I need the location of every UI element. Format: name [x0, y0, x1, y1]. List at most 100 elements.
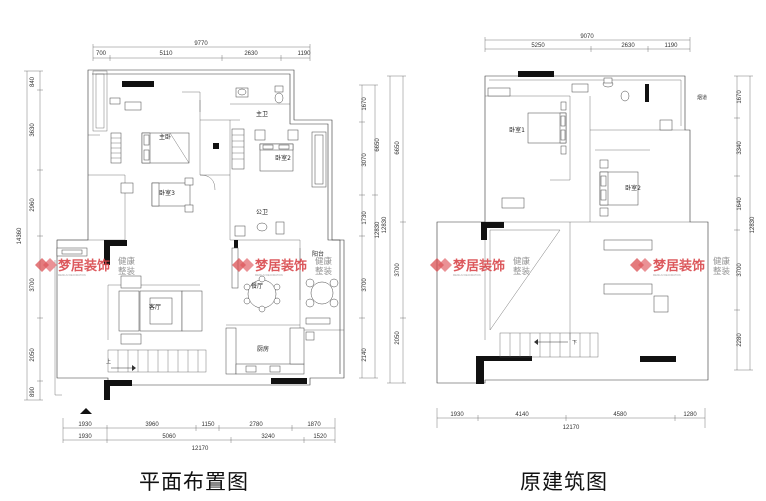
right-right-dim: 1670 [737, 90, 743, 104]
bed3-furniture [120, 174, 216, 213]
room-label-bed2: 卧室2 [275, 154, 291, 162]
dining-furniture [231, 247, 281, 313]
right-bottom-dim: 1930 [450, 412, 464, 418]
left-bottom-dim: 1930 [78, 422, 92, 428]
left-top-dim: 1190 [298, 51, 312, 57]
watermark-tag: 健康 [118, 256, 136, 267]
left-side-dim: 3700 [30, 278, 36, 292]
watermark-sub: MENGJU DECORATION [255, 274, 283, 277]
right-left-dim: 3700 [395, 263, 401, 277]
left-bottom-dim: 3240 [261, 434, 275, 440]
room-label-bed3: 卧室3 [159, 189, 175, 197]
master-bed-furniture [109, 91, 201, 164]
right-top-dim: 1190 [665, 43, 679, 49]
left-bottom-dim: 1930 [78, 434, 92, 440]
watermark-3: 梦居装饰 健康 整装 MENGJU DECORATION [430, 256, 531, 277]
right-right-dim: 1640 [737, 197, 743, 211]
left-top-total-dim: 9770 [194, 41, 208, 47]
right-walls [436, 71, 709, 384]
right-bottom-dim: 1280 [683, 412, 697, 418]
balcony-furniture [299, 248, 344, 331]
left-bottom-dim: 1150 [202, 422, 216, 428]
room-label-master-bath: 主卫 [256, 110, 268, 118]
left-right-inner-dim: 12830 [375, 221, 381, 238]
watermark-tag: 整装 [118, 266, 136, 277]
left-top-dim: 2630 [244, 51, 258, 57]
watermark-2: 梦居装饰 健康 整装 MENGJU DECORATION [232, 256, 333, 277]
watermark-tag: 整装 [315, 266, 333, 277]
left-bottom-dim: 2780 [249, 422, 263, 428]
left-bottom-dim: 3960 [145, 422, 159, 428]
left-side-dim: 890 [30, 386, 36, 397]
watermark-tag: 健康 [513, 256, 531, 267]
right-floor-plan: 9070 5250 2630 1190 6650 12830 3700 2050… [382, 34, 756, 431]
watermark-brand: 梦居装饰 [58, 258, 110, 274]
right-top-dim: 2630 [621, 43, 635, 49]
watermark-4: 梦居装饰 健康 整装 MENGJU DECORATION [630, 256, 731, 277]
master-bath-fixtures [230, 85, 290, 105]
right-right-dim: 2280 [737, 333, 743, 347]
left-plan-caption: 平面布置图 [139, 470, 249, 494]
right-plan-caption: 原建筑图 [520, 470, 608, 494]
watermark-tag: 健康 [713, 256, 731, 267]
watermark-brand: 梦居装饰 [255, 258, 307, 274]
watermark-brand: 梦居装饰 [653, 258, 705, 274]
left-bottom-dim: 5060 [162, 434, 176, 440]
watermark-sub: MENGJU DECORATION [453, 274, 481, 277]
left-side-dim: 3630 [30, 123, 36, 137]
room-label-living: 客厅 [149, 303, 161, 311]
room-label-right-bed1: 卧室1 [509, 126, 525, 134]
left-stair-up-label: 上 [106, 358, 111, 365]
left-bottom-total-dim: 12170 [192, 446, 209, 452]
room-label-dining: 餐厅 [251, 282, 263, 290]
watermark-tag: 整装 [513, 266, 531, 277]
left-walls [56, 69, 345, 400]
left-right-dim: 3700 [362, 278, 368, 292]
right-bottom-total-dim: 12170 [563, 425, 580, 431]
right-left-total-dim: 12830 [382, 216, 388, 233]
right-left-dim: 6650 [395, 141, 401, 155]
room-label-right-bed2: 卧室2 [625, 184, 641, 192]
watermark-1: 梦居装饰 健康 整装 MENGJU DECORATION [35, 256, 136, 277]
room-label-master-bed: 主卧 [159, 133, 171, 141]
right-living-furniture [603, 239, 669, 313]
room-label-kitchen: 厨房 [257, 345, 269, 353]
left-side-dim: 840 [30, 76, 36, 87]
flue-label: 烟道 [697, 94, 707, 101]
left-right-dim: 3070 [362, 153, 368, 167]
watermark-sub: MENGJU DECORATION [58, 274, 86, 277]
living-furniture [56, 247, 203, 345]
left-right-dim: 1730 [362, 211, 368, 225]
left-top-dim: 5110 [160, 51, 174, 57]
left-bottom-dim: 1870 [307, 422, 321, 428]
right-bed2-furniture [599, 119, 673, 217]
left-side-dim: 2960 [30, 198, 36, 212]
watermark-tag: 健康 [315, 256, 333, 267]
right-left-dim: 2050 [395, 331, 401, 345]
watermark-sub: MENGJU DECORATION [653, 274, 681, 277]
right-bottom-dim: 4140 [515, 412, 529, 418]
public-bath-fixtures [234, 221, 285, 237]
kitchen-fixtures [225, 327, 315, 375]
right-stair-down-label: 下 [572, 340, 577, 346]
right-bottom-dim: 4580 [613, 412, 627, 418]
entrance-marker-icon [80, 408, 92, 414]
left-side-total-dim: 14360 [17, 227, 23, 244]
watermark-tag: 整装 [713, 266, 731, 277]
left-stairs [107, 349, 207, 373]
right-stairs [499, 332, 599, 358]
left-top-dim: 700 [96, 51, 107, 57]
right-top-total-dim: 9070 [580, 34, 594, 40]
right-right-dim: 3700 [737, 263, 743, 277]
watermark-brand: 梦居装饰 [453, 258, 505, 274]
left-right-inner-dim: 6650 [375, 138, 381, 152]
left-right-dim: 2140 [362, 348, 368, 362]
right-top-dim: 5250 [531, 43, 545, 49]
right-bed1-furniture [487, 77, 630, 209]
left-right-dim: 1670 [362, 97, 368, 111]
right-right-total-dim: 12830 [750, 216, 756, 233]
room-label-balcony: 阳台 [312, 250, 324, 258]
right-right-dim: 3340 [737, 141, 743, 155]
left-floor-plan: 9770 700 5110 2630 1190 840 3630 2960 14… [17, 41, 381, 452]
